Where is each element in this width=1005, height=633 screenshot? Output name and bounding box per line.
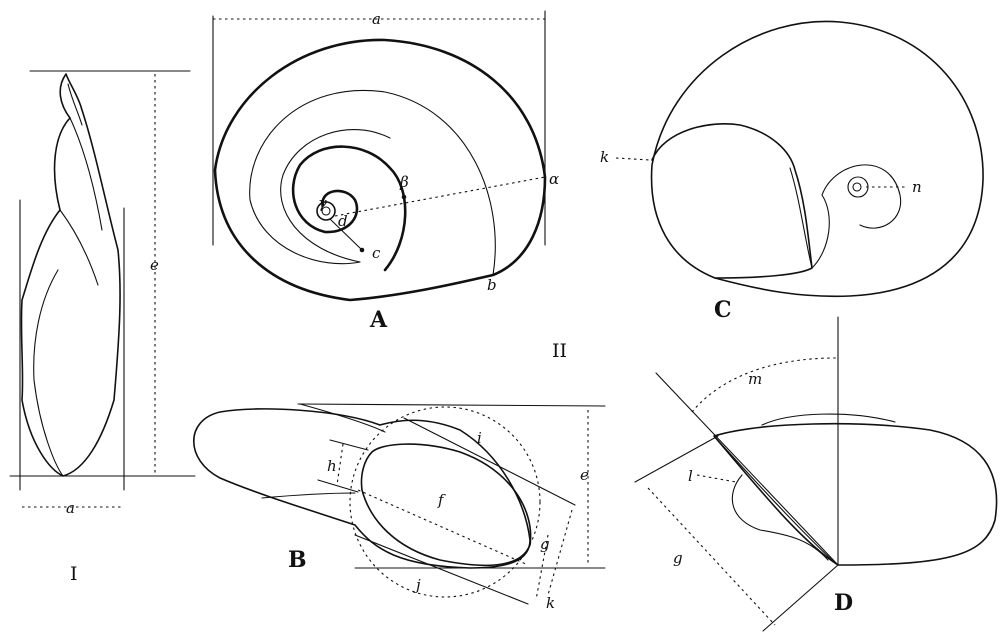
figure-b-label-k: k	[546, 594, 555, 612]
figure-a-label-alpha: α	[549, 170, 559, 188]
figure-d-shell-outline	[713, 422, 998, 566]
figure-i-whorl-suture-1	[69, 117, 103, 231]
section-label-ii: II	[552, 340, 567, 362]
figure-c-label: C	[714, 297, 732, 323]
figure-c-aperture	[651, 122, 813, 279]
figure-d-aperture-axis	[655, 372, 839, 566]
figure-d-aperture-inner	[713, 435, 836, 564]
figure-b-label-f: f	[437, 491, 446, 509]
figure-a-diameter-dotted	[334, 176, 546, 217]
figure-d-aperture-lip	[731, 474, 829, 561]
figure-a-label-b: b	[487, 276, 497, 294]
figure-a-label-a: a	[372, 10, 381, 28]
figure-c-umbilicus-whorl	[847, 176, 869, 198]
figure-b-shell-outline	[193, 408, 531, 569]
figure-d-perp-lower	[762, 564, 839, 632]
figure-i-whorl-suture-2	[59, 209, 99, 286]
figure-b-label-i: i	[477, 429, 482, 447]
figure-a-spiral-line-1	[249, 90, 496, 276]
figure-a-inner-suture	[291, 145, 407, 272]
figure-b-suture	[261, 492, 356, 499]
figure-a-label-d: d	[338, 212, 348, 230]
figure-c-umbilicus-edge	[811, 164, 902, 269]
figure-d-label-m: m	[748, 370, 762, 388]
figure-b-label-j: j	[413, 576, 421, 594]
figure-i-whorl-suture-3	[67, 83, 83, 126]
figure-b: e f g h i j k B	[193, 403, 606, 612]
figure-i-label: I	[70, 563, 78, 585]
figure-i-label-a: a	[66, 499, 75, 517]
figure-a-protoconch-core	[321, 206, 331, 216]
figure-a-protoconch	[316, 201, 336, 221]
figure-b-top-line	[297, 403, 606, 407]
figure-a-label-c: c	[372, 244, 381, 262]
figure-b-h-dotted	[336, 443, 344, 486]
figure-b-aperture	[360, 443, 532, 567]
figure-b-label-h: h	[327, 457, 337, 475]
figure-i-label-e: e	[150, 256, 159, 274]
figure-c-outer-outline	[650, 20, 984, 298]
figure-a: a α β γ d c b A	[212, 10, 559, 333]
figure-b-whorl-edge	[299, 403, 386, 433]
figure-d-angle-arc	[691, 357, 837, 413]
figure-d-perp-upper	[634, 435, 719, 483]
figure-a-label-beta: β	[399, 173, 409, 191]
figure-a-point-c	[359, 247, 365, 253]
figure-a-spiral-line-2	[280, 129, 391, 263]
figure-b-h-top	[329, 439, 369, 451]
figure-b-tangent-upper	[403, 417, 576, 506]
figure-b-inscribed-circle	[349, 406, 541, 598]
figure-b-tangent-lower	[354, 534, 529, 605]
figure-c: k n C	[600, 20, 984, 323]
figure-d-label-g: g	[673, 549, 683, 567]
figure-d-upper-whorl	[761, 413, 896, 426]
figure-i-shell-outline	[20, 73, 121, 477]
figure-b-label-e: e	[580, 466, 589, 484]
figure-d-label: D	[834, 590, 853, 616]
figure-b-h-bottom	[317, 479, 359, 493]
figure-i-aperture-edge	[33, 269, 64, 477]
figure-a-radius-line	[329, 218, 363, 251]
figure-c-umbilicus-core	[852, 182, 862, 192]
figure-d-label-l: l	[688, 467, 693, 485]
figure-b-width-g	[535, 534, 549, 601]
figure-a-label: A	[369, 307, 388, 333]
figure-b-label-g: g	[540, 535, 550, 553]
figure-d-l-leader	[696, 474, 737, 483]
figure-c-columellar-lip	[789, 167, 813, 269]
figure-c-k-leader	[615, 157, 651, 161]
figure-b-width-k	[547, 509, 573, 596]
figure-b-label: B	[288, 547, 307, 573]
figure-c-label-k: k	[600, 148, 609, 166]
figure-i: e a I	[9, 70, 196, 585]
figure-d: m l g D	[634, 316, 998, 632]
figure-b-diameter-f	[357, 489, 529, 566]
figure-c-label-n: n	[912, 178, 922, 196]
figure-d-width-g	[647, 487, 776, 626]
figure-a-point-beta	[401, 194, 407, 200]
figure-a-label-gamma: γ	[318, 194, 327, 212]
